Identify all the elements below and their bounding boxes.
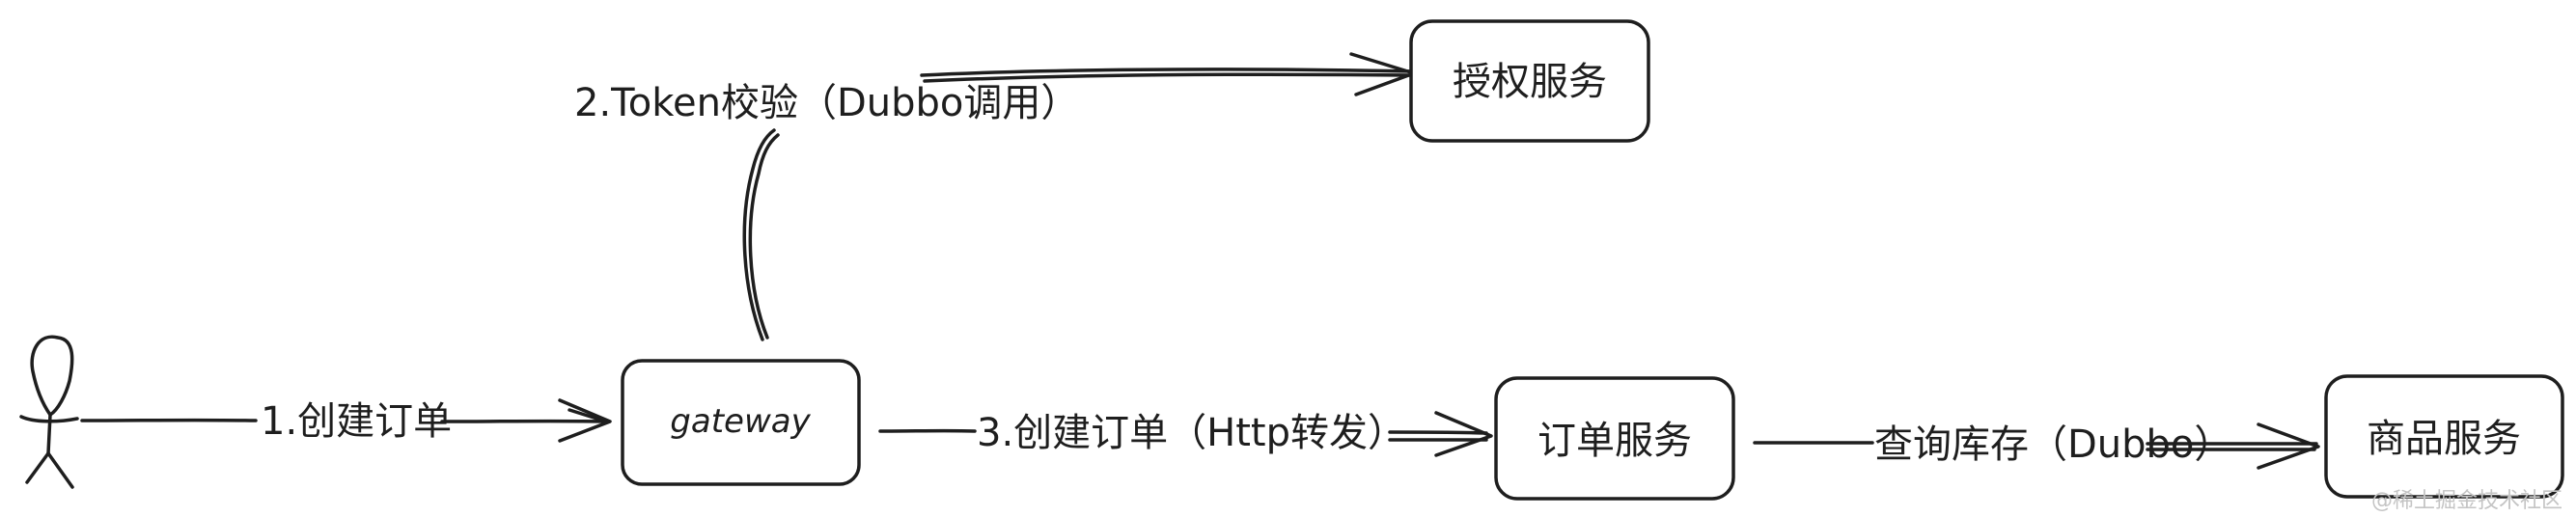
node-label-order-service: 订单服务 <box>1537 419 1692 463</box>
edge-label-query-stock: 查询库存（Dubbo） <box>1874 422 2232 467</box>
node-label-gateway: gateway <box>670 402 811 441</box>
edge-create-order: 1.创建订单 <box>80 398 612 444</box>
node-auth-service: 授权服务 <box>1409 19 1650 143</box>
user-actor-icon <box>19 335 79 489</box>
node-label-auth-service: 授权服务 <box>1453 60 1607 104</box>
node-product-service: 商品服务 <box>2324 374 2564 499</box>
watermark: @稀土掘金技术社区 <box>2371 489 2562 513</box>
edge-label-create-order: 1.创建订单 <box>261 399 452 444</box>
edge-token-check: 2.Token校验（Dubbo调用） <box>574 52 1416 341</box>
node-gateway: gateway <box>621 359 861 486</box>
edge-label-forward-order: 3.创建订单（Http转发） <box>977 411 1406 455</box>
node-label-product-service: 商品服务 <box>2367 417 2521 461</box>
node-order-service: 订单服务 <box>1494 376 1735 501</box>
edge-label-token-check: 2.Token校验（Dubbo调用） <box>574 81 1079 125</box>
edge-forward-order: 3.创建订单（Http转发） <box>878 411 1493 457</box>
edge-query-stock: 查询库存（Dubbo） <box>1753 422 2320 470</box>
